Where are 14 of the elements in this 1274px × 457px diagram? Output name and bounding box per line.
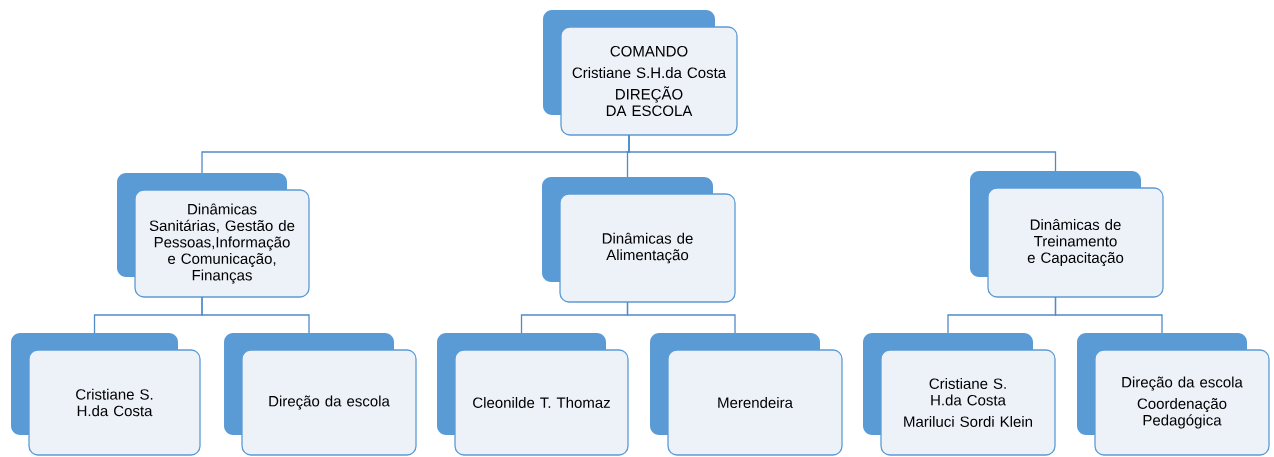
- org-box: Cristiane S. H.da Costa Mariluci Sordi Klein: [863, 333, 1056, 456]
- connector-line: [626, 301, 736, 334]
- org-box: Dinâmicas de Alimentação: [542, 177, 736, 303]
- org-box: Merendeira: [650, 333, 843, 456]
- org-box: Cristiane S. H.da Costa: [11, 333, 201, 456]
- org-box: Dinâmicas de Treinamento e Capacitação: [970, 171, 1164, 298]
- org-box: Dinâmicas Sanitárias, Gestão de Pessoas,Informação e Comunicação, Finanças: [117, 173, 310, 298]
- org-box: Direção da escola Coordenação Pedagógica: [1077, 333, 1270, 456]
- connector-line: [201, 296, 310, 334]
- org-box: Cleonilde T. Thomaz: [437, 333, 629, 456]
- org-box: Direção da escola: [224, 333, 417, 456]
- connector-line: [628, 134, 1057, 172]
- org-box: COMANDO Cristiane S.H.da Costa DIREÇÃO DA ESCOLA: [543, 10, 738, 136]
- connector-line: [1054, 296, 1163, 334]
